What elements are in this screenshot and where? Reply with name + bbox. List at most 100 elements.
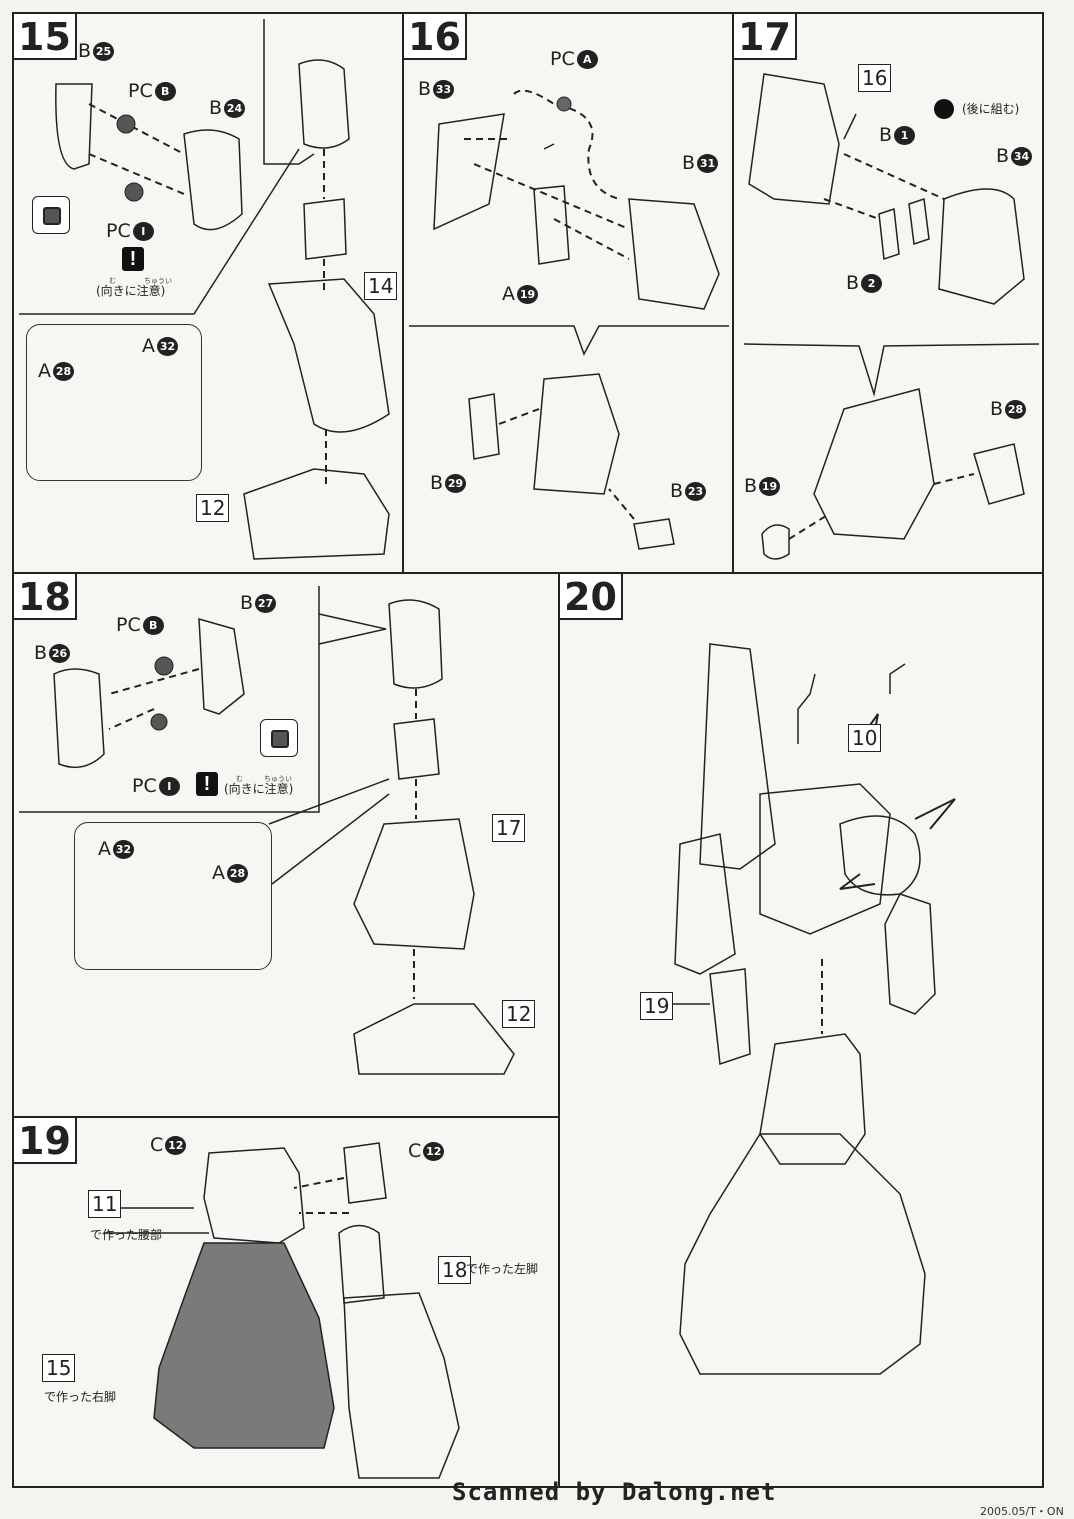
part-number-badge: 24 xyxy=(224,99,246,118)
pc-orientation-icon xyxy=(32,196,70,234)
ruby-text: む ちゅうい xyxy=(109,277,172,285)
warning-orientation-note: (向きに注意) xyxy=(96,284,166,298)
step-20-panel: 20 10 19 xyxy=(558,572,1044,1488)
part-number-badge: 19 xyxy=(517,285,538,304)
step-reference-12: 12 xyxy=(196,494,230,522)
part-number-badge: 33 xyxy=(433,80,455,99)
part-number-badge: A xyxy=(576,50,598,69)
part-number-badge: 2 xyxy=(861,274,883,293)
part-prefix: PC xyxy=(550,48,575,70)
part-number-badge: 19 xyxy=(759,477,781,496)
step-reference-11: 11 xyxy=(88,1190,122,1218)
step-16-illustration xyxy=(409,89,729,550)
part-prefix: PC xyxy=(106,220,131,242)
part-number-badge: B xyxy=(154,82,176,101)
part-prefix: B xyxy=(209,97,223,119)
part-prefix: B xyxy=(879,124,893,146)
part-number-badge: 32 xyxy=(113,840,134,859)
part-number-badge: B xyxy=(142,616,164,635)
part-number-badge: I xyxy=(132,222,154,241)
part-prefix: C xyxy=(408,1140,422,1162)
part-prefix: B xyxy=(846,272,860,294)
step-17-illustration xyxy=(743,73,1040,560)
step-reference-18: 18 xyxy=(438,1256,472,1284)
step-reference-15: 15 xyxy=(42,1354,76,1382)
warning-icon: ! xyxy=(122,247,144,271)
part-number-badge: 25 xyxy=(93,42,115,61)
part-prefix: B xyxy=(418,78,432,100)
part-prefix: B xyxy=(990,398,1004,420)
part-number-badge: 32 xyxy=(157,337,178,356)
step-number: 15 xyxy=(14,14,77,60)
warning-orientation-note: (向きに注意) xyxy=(224,782,294,796)
step-19-illustration xyxy=(104,1142,460,1479)
part-number-badge: 28 xyxy=(1005,400,1027,419)
part-number-badge: 29 xyxy=(445,474,467,493)
part-prefix: B xyxy=(430,472,444,494)
step-reference-10: 10 xyxy=(848,724,882,752)
step-number: 18 xyxy=(14,574,77,620)
part-prefix: A xyxy=(38,360,51,382)
step-number: 19 xyxy=(14,1118,77,1164)
step-reference-17: 17 xyxy=(492,814,526,842)
step-15-illustration xyxy=(19,19,390,560)
build-later-icon xyxy=(934,99,954,119)
part-prefix: B xyxy=(240,592,254,614)
part-prefix: B xyxy=(744,475,758,497)
part-prefix: B xyxy=(78,40,92,62)
step-number: 20 xyxy=(560,574,623,620)
part-prefix: A xyxy=(212,862,225,884)
part-prefix: A xyxy=(142,335,155,357)
step-18-subassembly-box xyxy=(74,822,272,970)
step-reference-16: 16 xyxy=(858,64,892,92)
part-prefix: B xyxy=(996,145,1010,167)
part-number-badge: 1 xyxy=(894,126,916,145)
step-reference-19: 19 xyxy=(640,992,674,1020)
part-prefix: A xyxy=(98,838,111,860)
part-prefix: PC xyxy=(116,614,141,636)
part-prefix: B xyxy=(670,480,684,502)
scan-credit: Scanned by Dalong.net xyxy=(452,1478,777,1506)
part-prefix: B xyxy=(682,152,696,174)
part-number-badge: I xyxy=(158,777,180,796)
warning-icon: ! xyxy=(196,772,218,796)
part-prefix: PC xyxy=(128,80,153,102)
part-prefix: C xyxy=(150,1134,164,1156)
part-prefix: PC xyxy=(132,775,157,797)
step-number: 17 xyxy=(734,14,797,60)
part-number-badge: 28 xyxy=(53,362,74,381)
build-later-note: (後に組む) xyxy=(962,102,1020,116)
print-code: 2005.05/T・ON xyxy=(980,1505,1064,1518)
part-number-badge: 12 xyxy=(165,1136,187,1155)
part-prefix: A xyxy=(502,283,515,305)
pc-orientation-icon xyxy=(260,719,298,757)
part-number-badge: 26 xyxy=(49,644,71,663)
part-number-badge: 34 xyxy=(1011,147,1033,166)
